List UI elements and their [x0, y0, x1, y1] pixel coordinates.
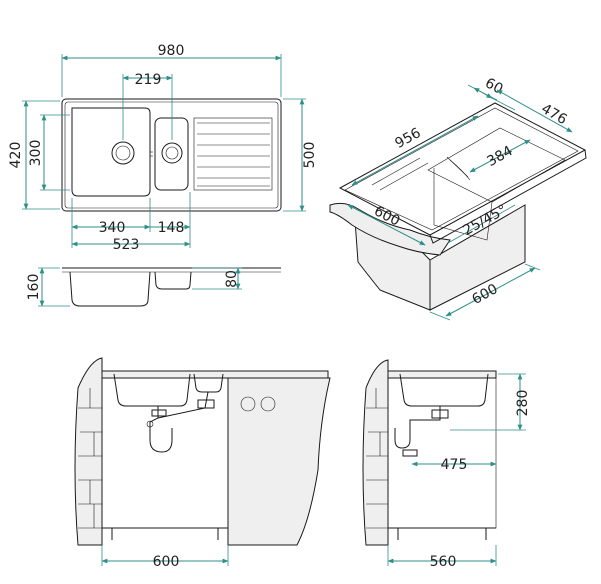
dim-420: 420: [8, 142, 24, 169]
side-view: 160 80: [26, 267, 281, 307]
side-siphon: [394, 406, 441, 449]
dim-280: 280: [515, 390, 531, 417]
drain-small: [161, 142, 183, 164]
section-main-bowl: [69, 271, 151, 307]
dim-80: 80: [224, 270, 240, 288]
drain-main: [111, 141, 135, 165]
dim-384: 384: [484, 143, 515, 170]
front-cabinet-door: [227, 377, 331, 546]
small-bowl: [154, 117, 189, 191]
iso-view: 60 476 956 384 600 25/45° 600: [329, 75, 587, 321]
dim-500: 500: [302, 142, 318, 169]
dim-219: 219: [135, 72, 162, 88]
front-countertop: [101, 370, 329, 379]
dim-980: 980: [158, 43, 185, 59]
section-small-bowl: [154, 271, 192, 290]
wall-left: [74, 357, 103, 546]
dim-300: 300: [28, 140, 44, 167]
front-small-bowl: [193, 373, 224, 393]
dim-148: 148: [158, 220, 185, 236]
siphon: [149, 406, 173, 453]
dim-523: 523: [113, 237, 140, 253]
side-bowl: [399, 373, 489, 407]
dim-475: 475: [441, 457, 468, 473]
wall-right: [362, 359, 389, 546]
front-install-view: 600: [74, 357, 331, 570]
sink-outline: [61, 98, 282, 212]
side-install-view: 280 475 560: [362, 359, 531, 570]
hole-1: [240, 396, 256, 412]
dim-560: 560: [430, 554, 457, 570]
main-bowl: [71, 107, 151, 197]
drainer: [193, 117, 273, 191]
hole-2: [260, 396, 276, 412]
front-main-bowl: [113, 373, 191, 407]
dim-160: 160: [26, 274, 42, 301]
top-view: 980 219 420 300 500 340 148 523: [8, 43, 318, 253]
dim-600-front: 600: [153, 554, 180, 570]
dim-476: 476: [538, 101, 569, 128]
side-countertop: [387, 370, 497, 379]
dim-340: 340: [99, 220, 126, 236]
